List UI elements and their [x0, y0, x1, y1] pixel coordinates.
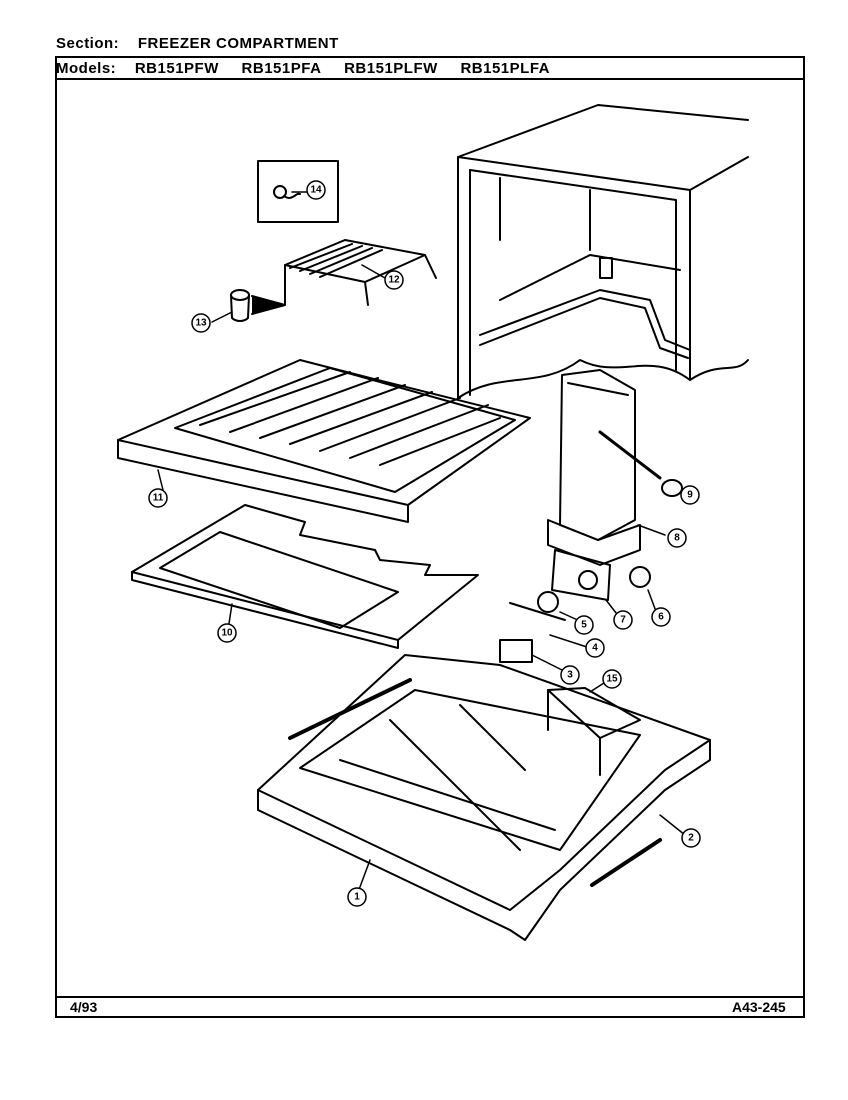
- callout-8: 8: [667, 528, 687, 548]
- footer-code: A43-245: [732, 999, 786, 1015]
- callout-1: 1: [347, 887, 367, 907]
- callout-14: 14: [306, 180, 326, 200]
- callout-label: 14: [310, 185, 322, 196]
- section-label: Section:: [56, 35, 120, 52]
- footer-date: 4/93: [70, 999, 98, 1015]
- callout-9: 9: [680, 485, 700, 505]
- model-number: RB151PLFW: [344, 60, 438, 77]
- callout-5: 5: [574, 615, 594, 635]
- cup-part-13: [230, 289, 286, 322]
- part-14-inset: [257, 160, 339, 223]
- callout-2: 2: [681, 828, 701, 848]
- callout-label: 3: [567, 670, 573, 681]
- model-number: RB151PFW: [134, 60, 219, 77]
- callout-label: 5: [581, 620, 587, 631]
- callout-label: 15: [606, 674, 618, 685]
- callout-6: 6: [651, 607, 671, 627]
- callout-label: 8: [674, 533, 680, 544]
- model-number: RB151PLFA: [460, 60, 550, 77]
- callout-label: 1: [354, 892, 360, 903]
- callout-11: 11: [148, 488, 168, 508]
- freezer-cabinet: [457, 104, 749, 399]
- callout-label: 2: [688, 833, 694, 844]
- callout-label: 11: [153, 493, 164, 504]
- freezer-shelf-part-11: [117, 359, 531, 523]
- tray-part-10: [131, 504, 479, 649]
- callout-12: 12: [384, 270, 404, 290]
- callout-13: 13: [191, 313, 211, 333]
- models-label: Models:: [56, 60, 117, 77]
- callout-4: 4: [585, 638, 605, 658]
- callout-label: 6: [658, 612, 664, 623]
- callout-label: 4: [592, 643, 598, 654]
- model-number: RB151PFA: [241, 60, 322, 77]
- callout-label: 9: [687, 490, 693, 501]
- leader-lines: [157, 191, 686, 896]
- callout-label: 12: [388, 275, 400, 286]
- footer-divider: [55, 996, 805, 998]
- header-divider: [55, 78, 805, 80]
- diagram-frame: [55, 56, 805, 1018]
- section-header: Section: FREEZER COMPARTMENT: [56, 35, 339, 52]
- evaporator-cover-part-8: [547, 369, 683, 566]
- callout-markers: 14 12 13 11 10 9 8 6 7 5 4 3 15 2 1: [148, 180, 701, 907]
- section-title: FREEZER COMPARTMENT: [137, 35, 339, 52]
- lid-part-15: [547, 687, 641, 776]
- callout-15: 15: [602, 669, 622, 689]
- callout-label: 10: [221, 628, 233, 639]
- callout-7: 7: [613, 610, 633, 630]
- callout-label: 7: [620, 615, 626, 626]
- models-header: Models: RB151PFW RB151PFA RB151PLFW RB15…: [56, 60, 568, 77]
- callout-10: 10: [217, 623, 237, 643]
- callout-3: 3: [560, 665, 580, 685]
- bottom-pan-part-1: [257, 654, 711, 941]
- callout-label: 13: [195, 318, 207, 329]
- fan-motor-assembly: [499, 549, 651, 663]
- wire-shelf-part-12: [284, 239, 437, 306]
